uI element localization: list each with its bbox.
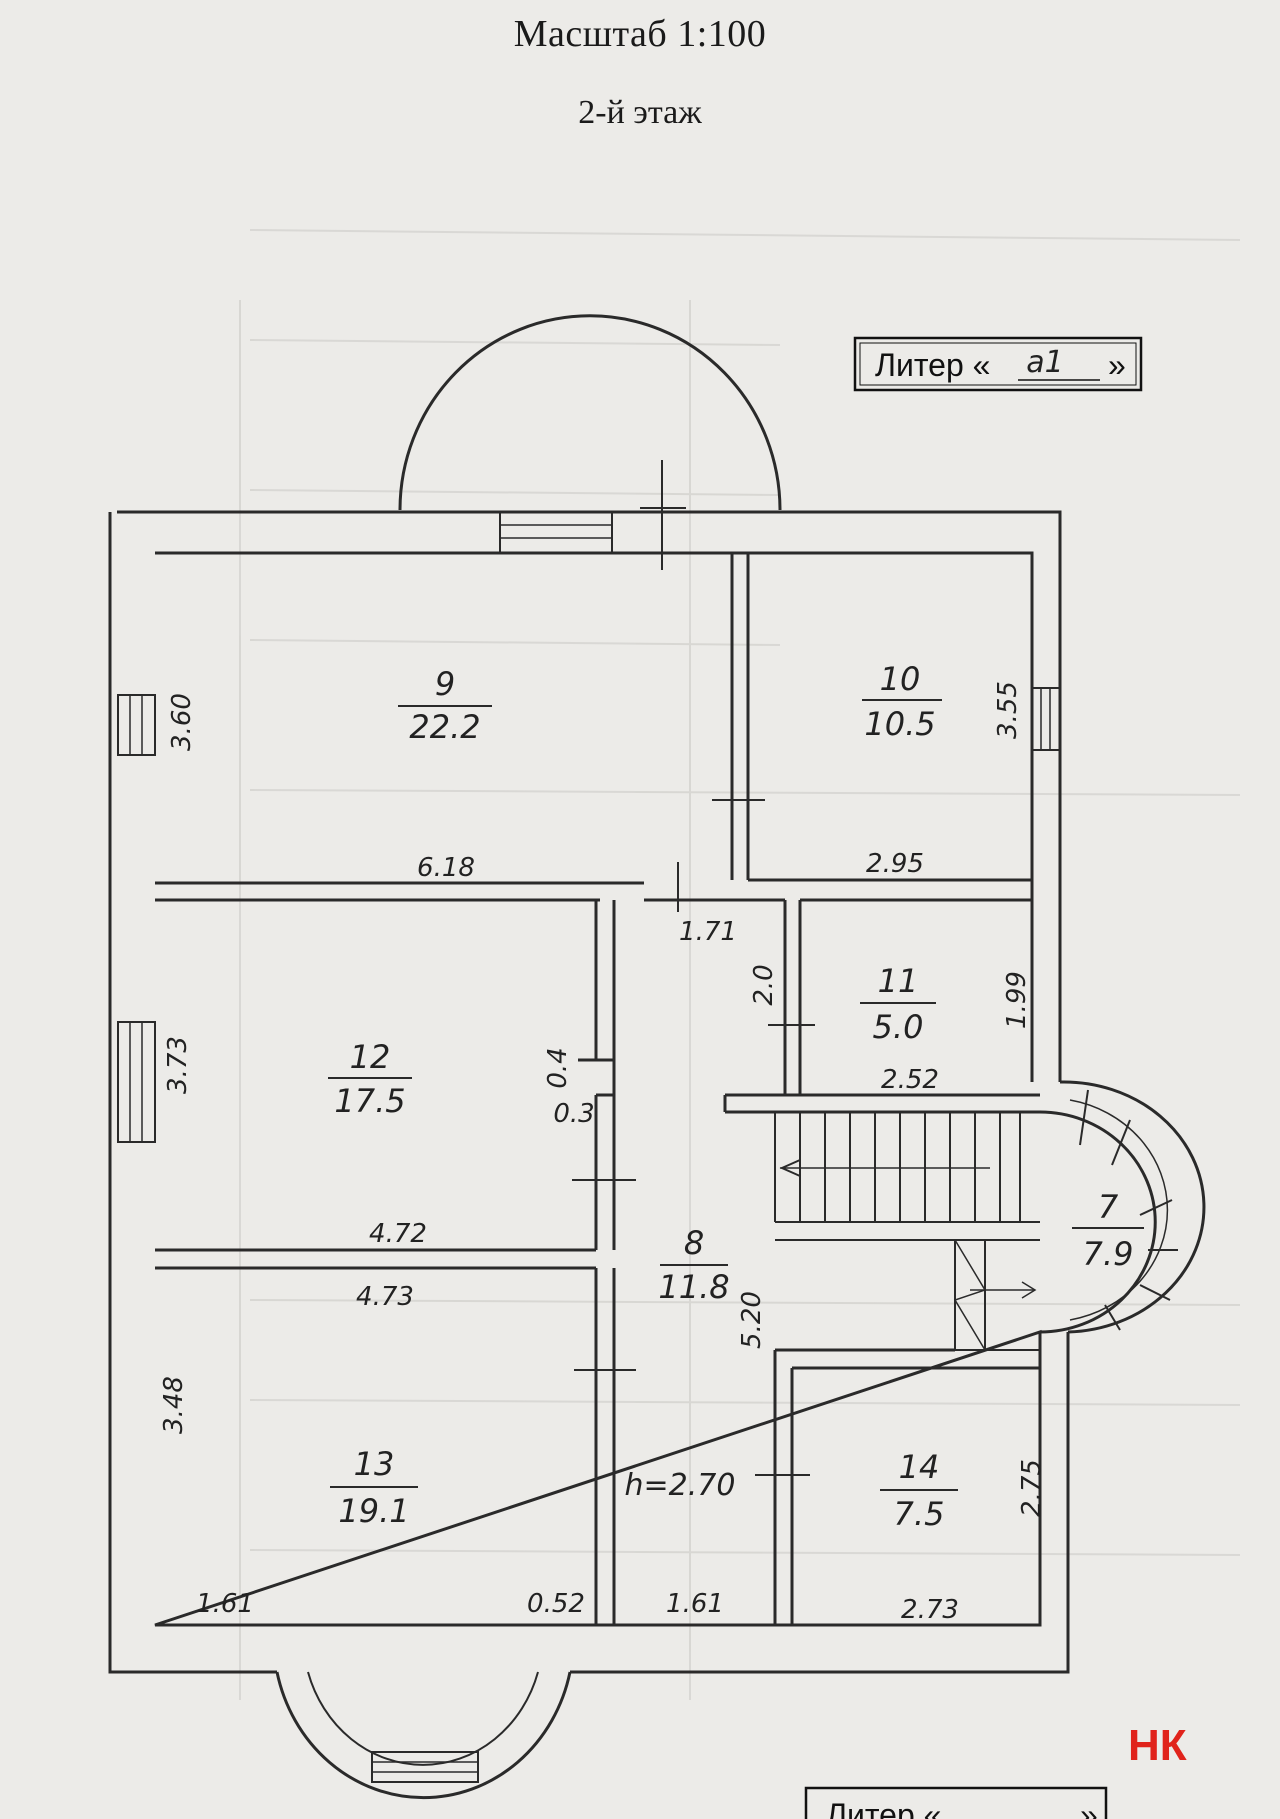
dim-0-52: 0.52 <box>527 1589 585 1619</box>
dim-4-73: 4.73 <box>356 1282 414 1312</box>
room-9-number: 9 <box>435 665 455 703</box>
dim-3-60: 3.60 <box>167 693 197 751</box>
room-8-area: 11.8 <box>658 1268 729 1306</box>
window-right <box>1031 687 1061 751</box>
dim-2-75: 2.75 <box>1017 1459 1047 1517</box>
room-13-area: 19.1 <box>338 1492 409 1530</box>
dim-1-61-left: 1.61 <box>196 1589 254 1619</box>
room-14-number: 14 <box>899 1448 940 1486</box>
dim-3-55: 3.55 <box>993 681 1023 739</box>
room-10-area: 10.5 <box>864 705 935 743</box>
room-11-area: 5.0 <box>873 1008 924 1046</box>
nk-logo: НК <box>1128 1721 1187 1770</box>
room-7-number: 7 <box>1098 1188 1119 1226</box>
dim-2-73: 2.73 <box>901 1595 959 1625</box>
bleed-through-background <box>239 229 1241 1700</box>
side-bay-inner <box>1039 1110 1157 1334</box>
dim-2-95: 2.95 <box>866 849 924 879</box>
side-bay-outer <box>1059 1080 1206 1334</box>
room-8-number: 8 <box>684 1224 704 1262</box>
liter-bottom-prefix: Литер « <box>826 1797 941 1819</box>
liter-stamp: Литер « а1 » <box>853 336 1143 392</box>
liter-bottom-suffix: » <box>1080 1797 1098 1819</box>
room-11-number: 11 <box>878 962 919 1000</box>
dim-1-61-right: 1.61 <box>666 1589 724 1619</box>
ceiling-height: h=2.70 <box>625 1468 736 1503</box>
dim-0-4: 0.4 <box>543 1047 573 1088</box>
room-7-area: 7.9 <box>1083 1235 1134 1273</box>
dim-2-52: 2.52 <box>881 1065 939 1095</box>
room-12-area: 17.5 <box>334 1082 405 1120</box>
room-12-number: 12 <box>350 1038 391 1076</box>
dim-3-48: 3.48 <box>159 1376 189 1434</box>
room-9-area: 22.2 <box>409 708 480 746</box>
staircase <box>774 1112 1040 1351</box>
dim-6-18: 6.18 <box>417 853 475 883</box>
outer-wall <box>108 510 1070 1674</box>
dim-4-72: 4.72 <box>369 1219 427 1249</box>
top-bay-arc <box>398 314 782 511</box>
window-bottom <box>371 1751 479 1783</box>
liter-prefix: Литер « <box>875 347 990 383</box>
room-10-number: 10 <box>880 660 921 698</box>
liter-suffix: » <box>1108 347 1126 383</box>
dim-0-3: 0.3 <box>553 1099 594 1129</box>
svg-text:НК: НК <box>1128 1721 1187 1770</box>
window-top <box>499 511 613 554</box>
room-13-number: 13 <box>354 1445 395 1483</box>
dim-5-20: 5.20 <box>737 1291 767 1349</box>
window-left-2 <box>117 1021 156 1143</box>
dim-2-0: 2.0 <box>749 964 779 1005</box>
floor-title: 2-й этаж <box>578 94 702 131</box>
dim-1-71: 1.71 <box>679 917 737 947</box>
bottom-bay <box>275 1671 572 1800</box>
window-left-1 <box>117 694 156 756</box>
scale-title: Масштаб 1:100 <box>513 13 767 55</box>
liter-value: а1 <box>1026 345 1063 380</box>
room-14-area: 7.5 <box>894 1495 945 1533</box>
dim-1-99: 1.99 <box>1002 971 1032 1029</box>
liter-stamp-bottom: Литер « » <box>804 1786 1108 1819</box>
dim-3-73: 3.73 <box>163 1036 193 1094</box>
